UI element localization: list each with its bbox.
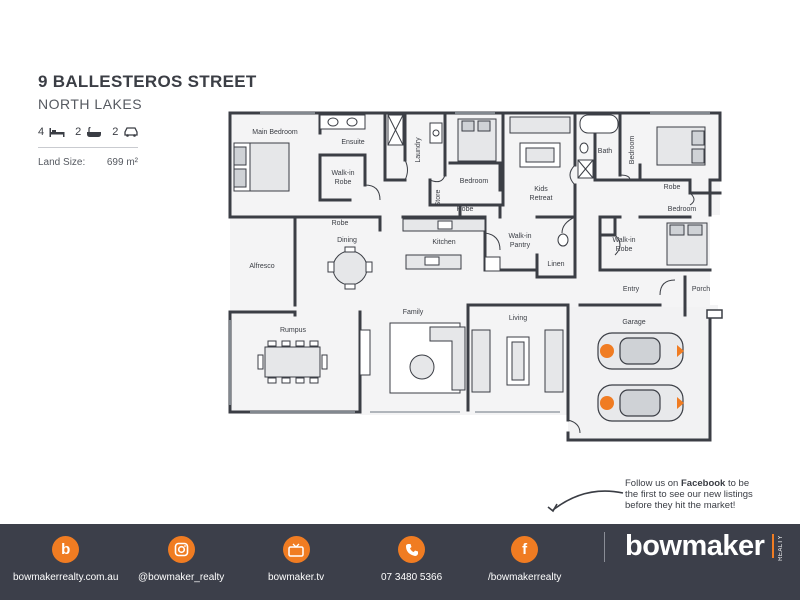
phone-icon [398, 536, 426, 563]
bathroom-stat: 2 [75, 126, 102, 138]
footer-bar: b bowmakerrealty.com.au @bowmaker_realty… [0, 524, 800, 600]
car-stat: 2 [112, 126, 139, 138]
label-robe-2: Robe [332, 220, 349, 227]
footer-website[interactable]: b bowmakerrealty.com.au [13, 536, 118, 583]
label-family: Family [403, 309, 424, 316]
footer-instagram[interactable]: @bowmaker_realty [138, 536, 224, 583]
logo-accent-bar [772, 534, 774, 558]
promo-line1-bold: Facebook [680, 478, 726, 489]
label-entry: Entry [623, 286, 640, 293]
bowmaker-b-icon: b [52, 536, 80, 563]
label-bedroom-4: Bedroom [668, 206, 697, 213]
label-walkin-pantry-2: Pantry [510, 242, 531, 249]
label-bath: Bath [598, 148, 613, 155]
phone-number[interactable]: 07 3480 5366 [381, 572, 443, 583]
bowmaker-logo: bowmaker [625, 530, 765, 562]
label-rumpus: Rumpus [280, 327, 307, 334]
label-walkin-robe-main: Walk-in [331, 170, 354, 177]
bedroom-stat: 4 [38, 126, 65, 138]
promo-line1-post: to be [725, 478, 750, 489]
label-alfresco: Alfresco [249, 263, 274, 270]
facebook-link[interactable]: /bowmakerrealty [488, 572, 562, 583]
suburb-subtitle: NORTH LAKES [38, 96, 143, 112]
promo-line3: before they hit the market! [625, 500, 736, 511]
instagram-icon [167, 536, 195, 563]
land-size: Land Size: 699 m² [38, 157, 138, 168]
curved-arrow-icon [547, 490, 624, 513]
label-dining: Dining [337, 237, 357, 244]
instagram-link[interactable]: @bowmaker_realty [138, 572, 225, 583]
label-kitchen: Kitchen [432, 239, 455, 246]
label-living: Living [509, 315, 527, 322]
stats-divider [38, 147, 138, 148]
label-walkin-robe-4-2: Robe [616, 246, 633, 253]
footer-tv[interactable]: bowmaker.tv [268, 536, 324, 583]
label-walkin-robe-main-2: Robe [335, 179, 352, 186]
listing-stats: 4 2 2 [38, 126, 149, 138]
label-kids-retreat: Kids [534, 186, 548, 193]
label-kids-retreat-2: Retreat [530, 195, 553, 202]
label-linen: Linen [547, 261, 564, 268]
facebook-icon: f [511, 536, 539, 563]
address-title: 9 BALLESTEROS STREET [38, 72, 257, 91]
label-store: Store [435, 190, 442, 207]
land-size-label: Land Size: [38, 157, 86, 168]
bath-icon [87, 126, 102, 137]
floor-plan: Main Bedroom Ensuite Walk-in Robe Laundr… [228, 111, 723, 442]
car-count: 2 [112, 126, 119, 138]
footer-facebook[interactable]: f /bowmakerrealty [488, 536, 561, 583]
label-walkin-pantry: Walk-in [508, 233, 531, 240]
bedroom-count: 4 [38, 126, 45, 138]
label-laundry: Laundry [415, 137, 422, 163]
label-walkin-robe-4: Walk-in [612, 237, 635, 244]
label-bedroom-3: Bedroom [629, 136, 636, 165]
footer-phone[interactable]: 07 3480 5366 [381, 536, 442, 583]
facebook-promo: Follow us on Facebook to be the first to… [625, 478, 775, 511]
bathroom-count: 2 [75, 126, 82, 138]
label-bedroom-2: Bedroom [460, 178, 489, 185]
label-garage: Garage [622, 319, 645, 326]
label-robe-3: Robe [457, 206, 474, 213]
garage-cars [597, 332, 684, 422]
promo-line2: the first to see our new listings [625, 489, 753, 500]
footer-separator [604, 532, 605, 562]
tv-link[interactable]: bowmaker.tv [268, 572, 325, 583]
bed-icon [49, 128, 65, 137]
logo-realty-text: REALTY [778, 535, 784, 561]
promo-line1-pre: Follow us on [625, 478, 681, 489]
car-icon [124, 127, 139, 137]
land-size-value: 699 m² [106, 157, 138, 168]
website-link[interactable]: bowmakerrealty.com.au [13, 572, 119, 583]
label-main-bedroom: Main Bedroom [252, 129, 298, 136]
label-porch: Porch [692, 286, 710, 293]
listing-header: 9 BALLESTEROS STREET NORTH LAKES [38, 72, 257, 112]
label-ensuite: Ensuite [341, 139, 364, 146]
tv-icon [282, 536, 310, 563]
label-robe-1: Robe [664, 184, 681, 191]
